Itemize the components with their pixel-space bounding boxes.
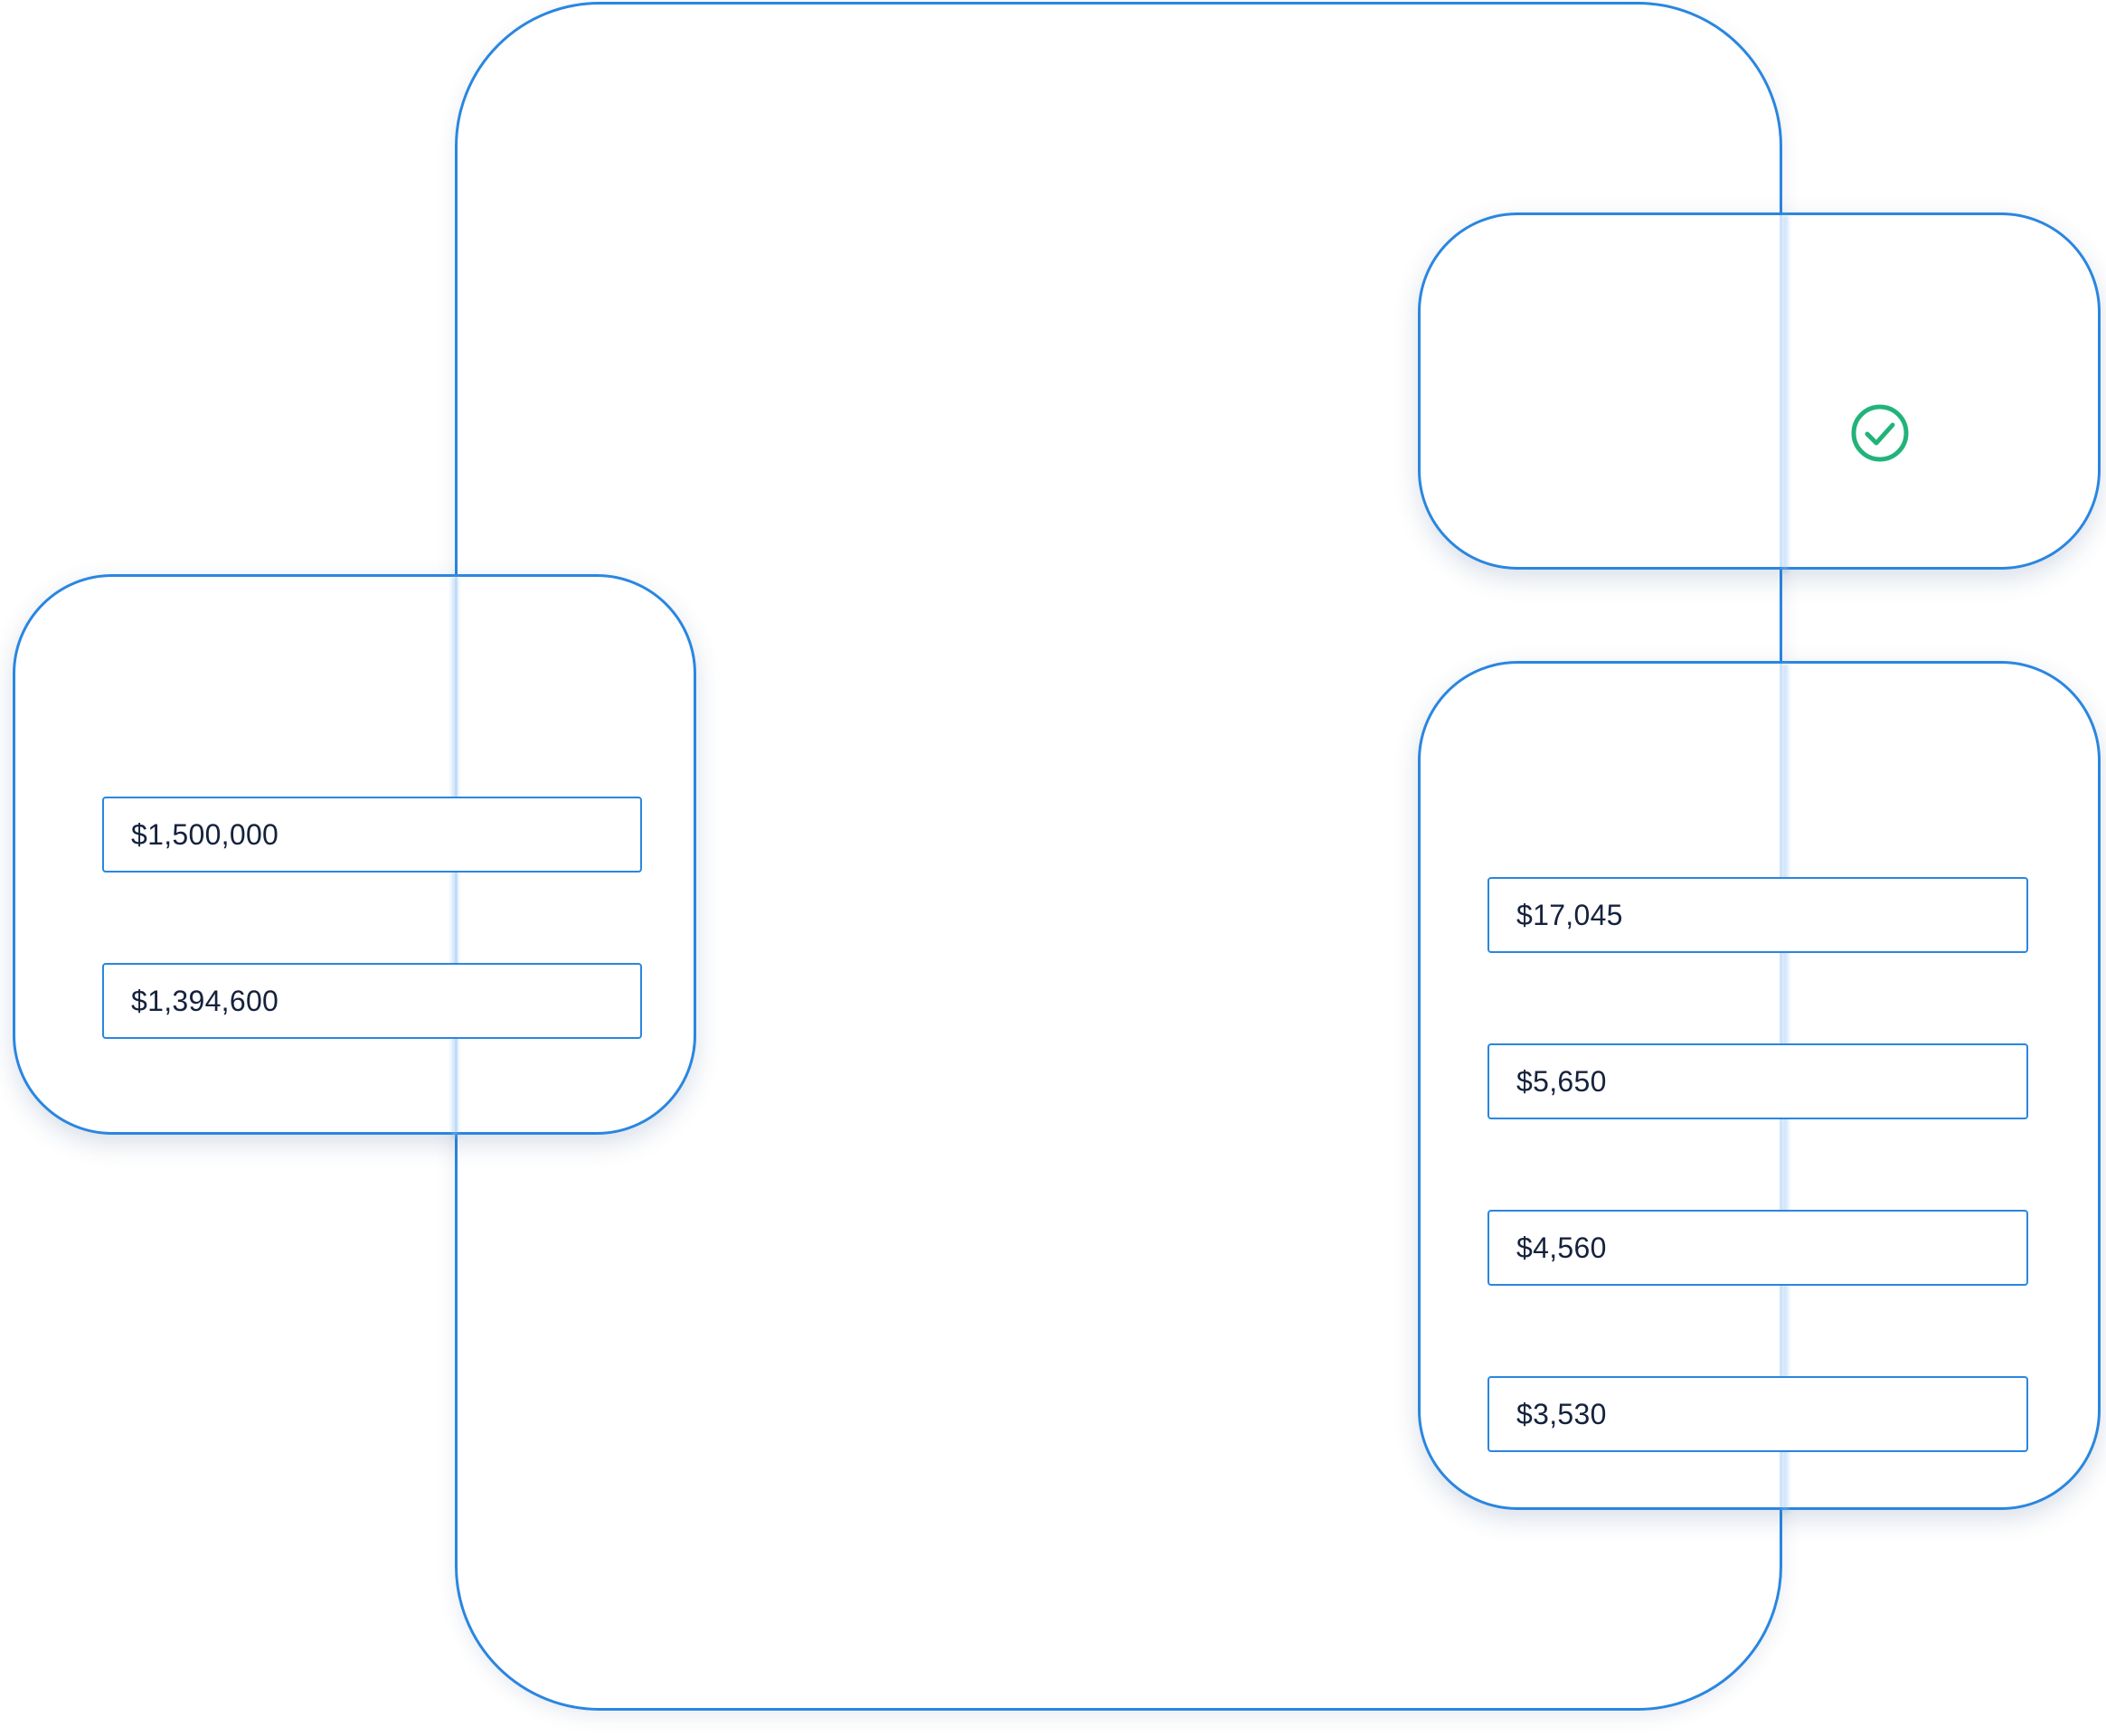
check-circle-icon: [1851, 404, 1909, 462]
amount-field-3[interactable]: $17,045: [1487, 877, 2028, 953]
amount-field-4[interactable]: $5,650: [1487, 1043, 2028, 1119]
amount-field-5[interactable]: $4,560: [1487, 1210, 2028, 1286]
right-card: $17,045 $5,650 $4,560 $3,530: [1418, 661, 2101, 1513]
status-card: [1418, 212, 2101, 572]
amount-field-5-value: $4,560: [1516, 1231, 1607, 1264]
glass-divider: [1780, 215, 1790, 572]
amount-field-2[interactable]: $1,394,600: [102, 963, 642, 1039]
amount-field-6[interactable]: $3,530: [1487, 1376, 2028, 1452]
amount-field-6-value: $3,530: [1516, 1397, 1607, 1430]
amount-field-4-value: $5,650: [1516, 1064, 1607, 1098]
amount-field-1[interactable]: $1,500,000: [102, 797, 642, 873]
left-card: $1,500,000 $1,394,600: [13, 574, 696, 1137]
amount-field-2-value: $1,394,600: [131, 984, 279, 1017]
amount-field-1-value: $1,500,000: [131, 817, 279, 851]
amount-field-3-value: $17,045: [1516, 898, 1623, 931]
